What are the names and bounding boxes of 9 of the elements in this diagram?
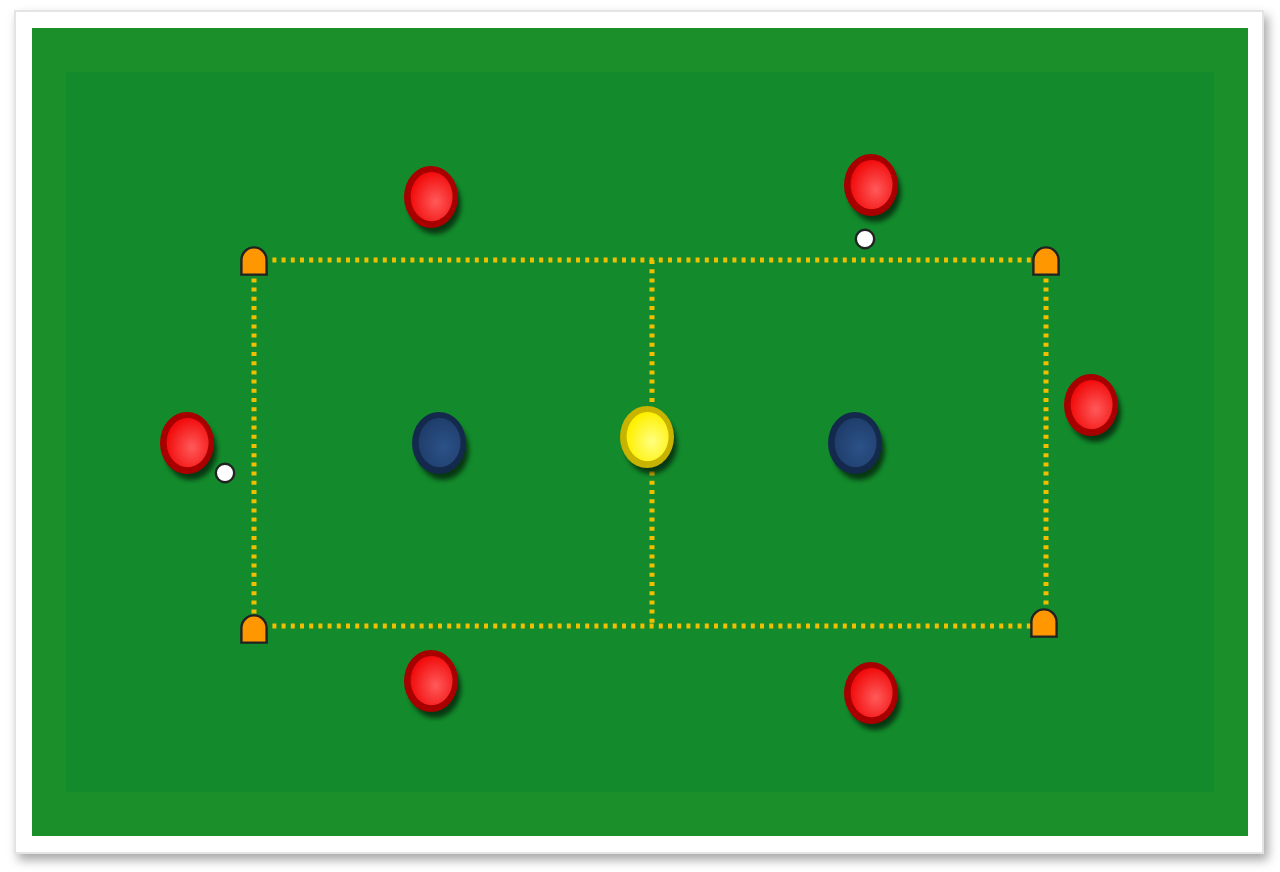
player-marker xyxy=(411,411,473,483)
player-marker xyxy=(827,411,889,483)
player-marker xyxy=(619,405,681,477)
player-marker xyxy=(159,411,221,483)
player-marker xyxy=(843,661,905,733)
player-marker xyxy=(843,153,905,225)
player-marker xyxy=(1063,373,1125,445)
player-marker xyxy=(403,165,465,237)
player-marker xyxy=(403,649,465,721)
